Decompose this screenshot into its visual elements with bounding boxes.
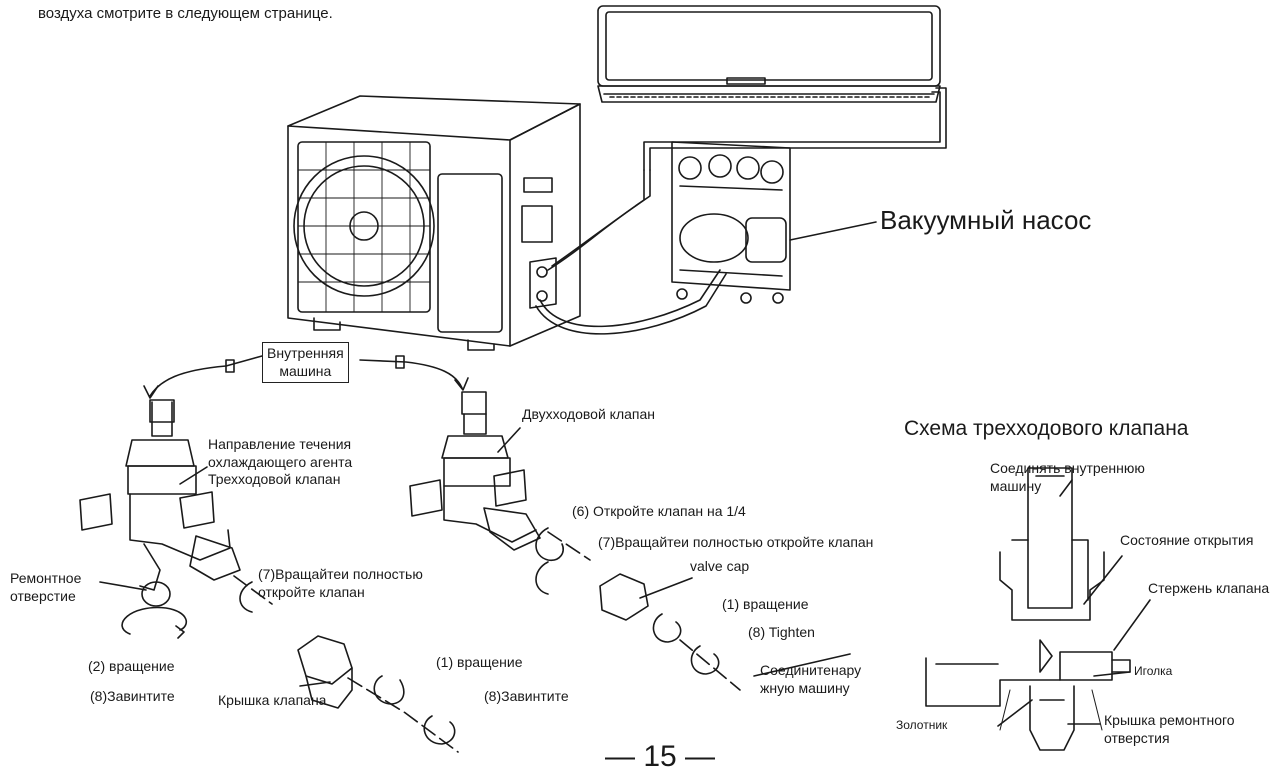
valve-cap-label: valve cap — [690, 558, 750, 574]
left-step8b-label: (8)Завинтите — [484, 688, 569, 704]
outdoor-connect-line2: жную машину — [760, 679, 850, 696]
scheme-needle-label: Иголка — [1134, 664, 1173, 678]
vacuum-pump-drawing — [671, 141, 877, 304]
left-step8-label: (8)Завинтите — [90, 688, 175, 704]
page-number-value: 15 — [643, 740, 677, 773]
left-step2-label: (2) вращение — [88, 658, 175, 674]
label-leaders — [99, 427, 851, 687]
right-step1-label: (1) вращение — [722, 596, 809, 612]
two-way-valve-title: Двухходовой клапан — [522, 406, 655, 422]
left-step7-label: (7)Вращайтеи полностью откройте клапан — [258, 566, 423, 601]
flow-arrows — [143, 355, 469, 399]
scheme-stem-label: Стержень клапана — [1148, 580, 1270, 596]
intro-text-tail: воздуха смотрите в следующем странице. — [38, 5, 333, 22]
scheme-open-state-label: Состояние открытия — [1120, 532, 1254, 548]
three-way-valve-scheme — [925, 467, 1151, 751]
scheme-title: Схема трехходового клапана — [904, 417, 1189, 440]
indoor-machine-box: Внутренняя машина — [262, 342, 349, 383]
repair-port-line2: отверстие — [10, 587, 76, 604]
flow-line2: охлаждающего агента — [208, 453, 353, 470]
scheme-connect-label: Соединять внутреннюю машину — [990, 460, 1145, 495]
connection-pipes — [535, 169, 727, 335]
indoor-machine-line1: Внутренняя — [267, 345, 344, 361]
flow-direction-label: Направление течения охлаждающего агента … — [208, 436, 352, 489]
right-step8-label: (8) Tighten — [748, 624, 815, 640]
page-number: — 15 — — [605, 740, 716, 773]
left-step7-line2: откройте клапан — [258, 583, 365, 600]
outdoor-connect-label: Соединитенару жную машину — [760, 662, 861, 697]
repair-port-line1: Ремонтное — [10, 570, 82, 586]
scheme-repair-cap-label: Крышка ремонтного отверстия — [1104, 712, 1235, 747]
left-step7-line1: (7)Вращайтеи полностью — [258, 566, 423, 582]
left-step1-label: (1) вращение — [436, 654, 523, 670]
step6-label: (6) Откройте клапан на 1/4 — [572, 503, 746, 519]
outdoor-unit-drawing — [287, 95, 581, 351]
indoor-unit-drawing — [597, 5, 947, 171]
right-step7-label: (7)Вращайтеи полностью откройте клапан — [598, 534, 874, 550]
scheme-repair-cap-line1: Крышка ремонтного — [1104, 712, 1235, 728]
vacuum-pump-label: Вакуумный насос — [880, 205, 1092, 235]
two-way-valve-right — [409, 391, 741, 691]
outdoor-connect-line1: Соединитенару — [760, 662, 862, 678]
scheme-connect-line2: машину — [990, 477, 1042, 494]
scheme-spool-label: Золотник — [896, 718, 948, 732]
scheme-connect-line1: Соединять внутреннюю — [990, 460, 1145, 476]
repair-port-label: Ремонтное отверстие — [10, 570, 81, 605]
scheme-repair-cap-line2: отверстия — [1104, 729, 1170, 746]
valve-cap-left-label: Крышка клапана — [218, 692, 327, 708]
flow-line1: Направление течения — [208, 436, 352, 452]
indoor-machine-line2: машина — [279, 362, 332, 379]
flow-line3: Трехходовой клапан — [208, 471, 341, 487]
three-way-valve-left — [79, 399, 459, 753]
